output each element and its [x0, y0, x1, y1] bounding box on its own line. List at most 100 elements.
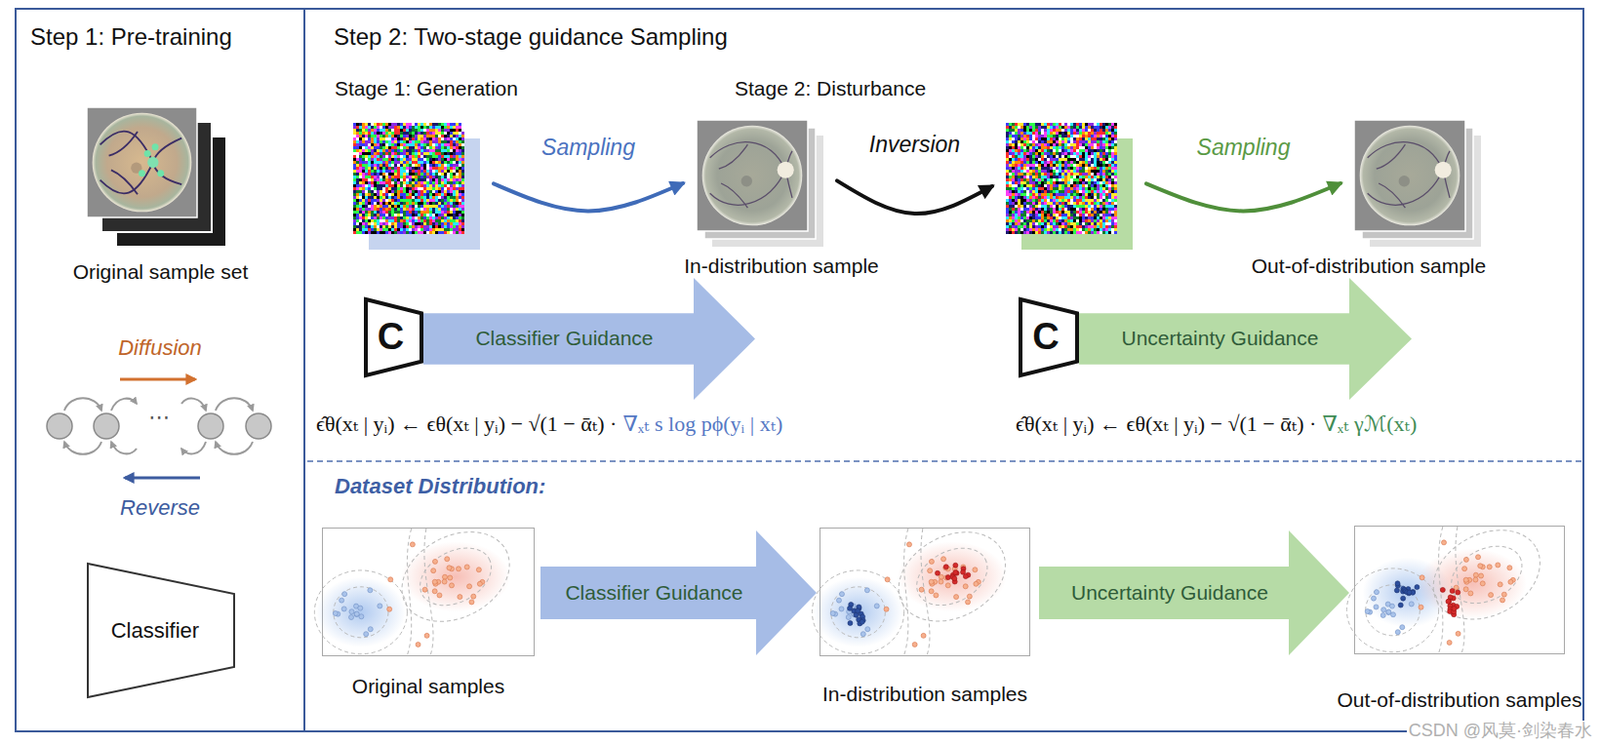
noise-pixel: [461, 155, 465, 159]
noise-pixel: [1073, 140, 1077, 144]
noise-pixel: [397, 163, 400, 167]
noise-pixel: [432, 152, 436, 156]
noise-pixel: [408, 146, 412, 150]
noise-pixel: [405, 137, 409, 141]
noise-pixel: [400, 149, 403, 153]
noise-pixel: [414, 134, 418, 138]
noise-pixel: [391, 122, 395, 126]
noise-pixel: [455, 122, 459, 126]
noise-pixel: [1079, 137, 1082, 141]
noise-pixel: [405, 128, 409, 132]
noise-pixel: [435, 149, 439, 153]
noise-pixel: [388, 216, 392, 220]
noise-pixel: [1061, 155, 1065, 159]
noise-pixel: [440, 152, 444, 156]
noise-pixel: [373, 190, 377, 194]
noise-pixel: [432, 122, 436, 126]
noise-pixel: [382, 163, 386, 167]
noise-pixel: [432, 187, 436, 191]
noise-pixel: [440, 225, 444, 229]
noise-pixel: [1026, 137, 1030, 141]
reverse-loop: [111, 441, 137, 454]
noise-pixel: [379, 207, 383, 211]
step-panel: Step 2: Two-stage guidance SamplingIn-di…: [305, 7, 1585, 733]
noise-pixel: [1005, 149, 1009, 153]
noise-pixel: [382, 187, 386, 191]
noise-pixel: [382, 207, 386, 211]
noise-pixel: [435, 175, 439, 179]
noise-pixel: [446, 125, 450, 129]
noise-pixel: [1111, 140, 1115, 144]
noise-pixel: [1043, 122, 1047, 126]
noise-pixel: [1064, 122, 1068, 126]
noise-pixel: [1076, 122, 1080, 126]
noise-pixel: [359, 181, 362, 185]
noise-pixel: [356, 163, 360, 167]
noise-pixel: [452, 160, 456, 164]
noise-pixel: [1111, 134, 1115, 138]
noise-pixel: [364, 131, 368, 135]
noise-pixel: [1026, 149, 1030, 153]
noise-pixel: [432, 125, 436, 129]
noise-pixel: [443, 149, 447, 153]
noise-pixel: [1061, 125, 1065, 129]
noise-pixel: [382, 201, 386, 205]
noise-pixel: [376, 228, 380, 232]
noise-pixel: [373, 149, 377, 153]
noise-pixel: [440, 155, 444, 159]
noise-pixel: [452, 155, 456, 159]
noise-pixel: [408, 152, 412, 156]
noise-pixel: [1043, 131, 1047, 135]
noise-pixel: [1014, 137, 1018, 141]
noise-pixel: [394, 134, 398, 138]
noise-pixel: [408, 155, 412, 159]
noise-pixel: [359, 196, 362, 200]
classifier-trapezoid: Classifier: [86, 562, 236, 699]
noise-pixel: [440, 184, 444, 188]
noise-pixel: [452, 216, 456, 220]
noise-pixel: [417, 169, 421, 173]
noise-pixel: [1049, 134, 1053, 138]
noise-pixel: [391, 137, 395, 141]
noise-pixel: [353, 140, 357, 144]
noise-pixel: [429, 169, 433, 173]
noise-pixel: [1046, 125, 1050, 129]
noise-pixel: [1090, 146, 1094, 150]
noise-pixel: [1026, 146, 1030, 150]
noise-pixel: [356, 143, 360, 147]
noise-pixel: [446, 190, 450, 194]
noise-pixel: [385, 128, 389, 132]
noise-pixel: [1008, 128, 1012, 132]
noise-pixel: [440, 201, 444, 205]
noise-pixel: [379, 193, 383, 197]
noise-image: [353, 122, 480, 250]
noise-pixel: [1043, 152, 1047, 156]
noise-pixel: [449, 219, 453, 223]
noise-pixel: [420, 163, 424, 167]
noise-pixel: [1008, 134, 1012, 138]
noise-pixel: [382, 172, 386, 176]
noise-pixel: [1090, 152, 1094, 156]
noise-pixel: [385, 216, 389, 220]
noise-pixel: [1064, 131, 1068, 135]
noise-pixel: [367, 146, 371, 150]
noise-pixel: [385, 175, 389, 179]
noise-pixel: [1026, 155, 1030, 159]
noise-pixel: [1064, 134, 1068, 138]
noise-pixel: [408, 128, 412, 132]
noise-pixel: [449, 137, 453, 141]
noise-pixel: [1108, 140, 1112, 144]
noise-pixel: [394, 216, 398, 220]
noise-pixel: [359, 128, 362, 132]
noise-pixel: [1064, 146, 1068, 150]
noise-pixel: [1005, 143, 1009, 147]
noise-pixel: [364, 222, 368, 226]
noise-pixel: [382, 137, 386, 141]
noise-pixel: [364, 146, 368, 150]
noise-pixel: [455, 140, 459, 144]
noise-pixel: [364, 184, 368, 188]
noise-pixel: [408, 163, 412, 167]
noise-pixel: [1099, 134, 1103, 138]
noise-pixel: [438, 122, 441, 126]
noise-pixel: [1081, 134, 1085, 138]
